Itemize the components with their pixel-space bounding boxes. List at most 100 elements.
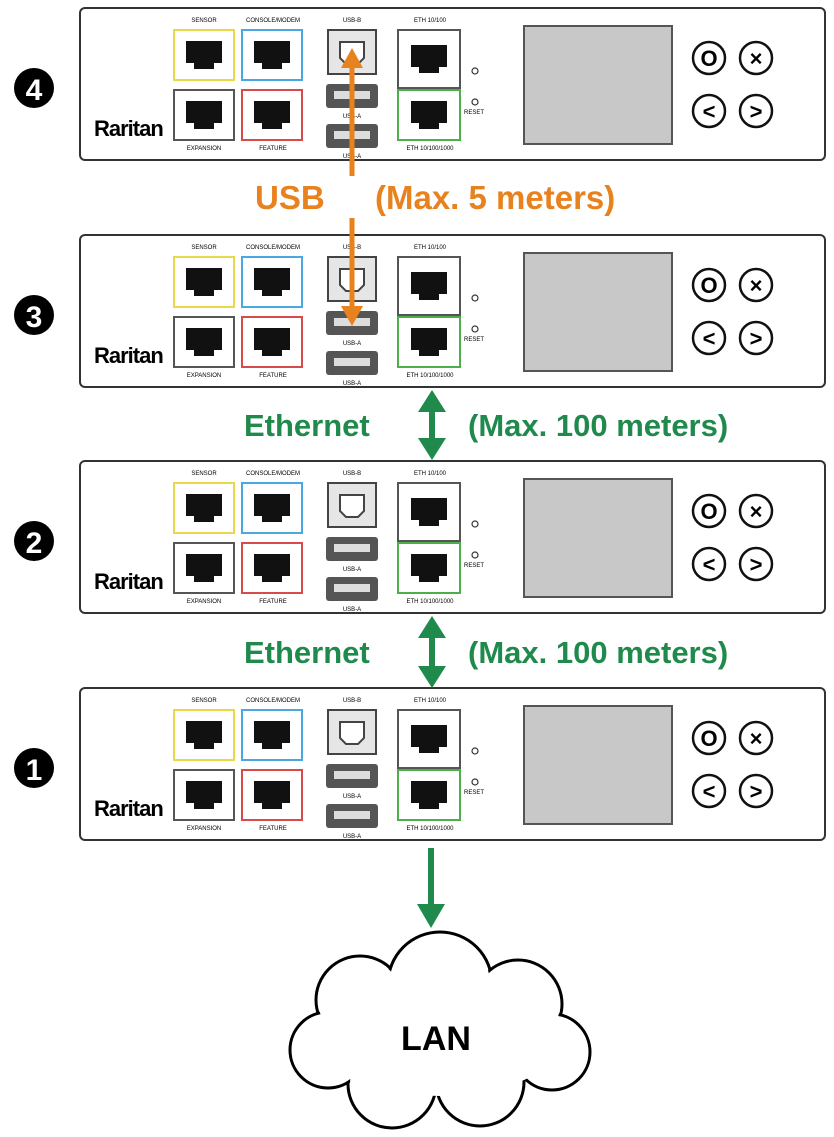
ok-button <box>691 720 727 756</box>
cancel-button <box>738 720 774 756</box>
status-led-icon <box>471 520 479 528</box>
console-modem-port-icon <box>244 260 300 304</box>
eth-10-100-port-icon <box>401 717 457 761</box>
eth-gigabit-port-icon <box>401 320 457 364</box>
unit-number: 2 <box>26 527 43 560</box>
ok-button-glyph: O <box>700 726 717 751</box>
usb-b-port-label: USB-B <box>343 471 361 477</box>
reset-label: RESET <box>464 790 484 796</box>
right-button-glyph: > <box>750 99 763 124</box>
feature-port-label: FEATURE <box>259 826 287 832</box>
feature-port-label: FEATURE <box>259 146 287 152</box>
expansion-port-label: EXPANSION <box>187 146 222 152</box>
console-port-label: CONSOLE/MODEM <box>246 471 300 477</box>
usb-a-slot-icon <box>334 771 370 779</box>
expansion-port-icon <box>176 773 232 817</box>
brand-logo-text: Raritan <box>94 796 163 821</box>
left-button-glyph: < <box>703 552 716 577</box>
usb-arrowhead-down <box>341 306 363 326</box>
eth-bottom-port-label: ETH 10/100/1000 <box>406 826 454 832</box>
sensor-port-icon <box>176 33 232 77</box>
usb-link-label: USB <box>255 179 325 216</box>
eth-bottom-port-label: ETH 10/100/1000 <box>406 146 454 152</box>
left-button <box>691 773 727 809</box>
right-button <box>738 93 774 129</box>
lcd-display <box>523 25 673 145</box>
brand-logo-text: Raritan <box>94 569 163 594</box>
ok-button <box>691 493 727 529</box>
ethernet-link-limit: (Max. 100 meters) <box>468 408 728 443</box>
feature-port-icon <box>244 773 300 817</box>
eth-10-100-port-icon <box>401 490 457 534</box>
sensor-port-label: SENSOR <box>191 18 217 24</box>
cancel-button-glyph: × <box>750 499 763 524</box>
usb-a-port-1-label: USB-A <box>343 341 361 347</box>
eth-gigabit-port-icon <box>401 93 457 137</box>
usb-a-slot-icon <box>334 584 370 592</box>
reset-label: RESET <box>464 563 484 569</box>
right-button-glyph: > <box>750 326 763 351</box>
feature-port-label: FEATURE <box>259 373 287 379</box>
eth-top-port-label: ETH 10/100 <box>414 471 447 477</box>
lcd-display <box>523 252 673 372</box>
usb-b-socket-icon <box>339 494 365 518</box>
cancel-button <box>738 40 774 76</box>
sensor-port-label: SENSOR <box>191 698 217 704</box>
left-button <box>691 320 727 356</box>
ethernet-arrowhead-up <box>418 390 446 412</box>
left-button-glyph: < <box>703 326 716 351</box>
console-modem-port-icon <box>244 713 300 757</box>
feature-port-label: FEATURE <box>259 599 287 605</box>
eth-10-100-port-icon <box>401 264 457 308</box>
unit-number: 1 <box>26 754 43 787</box>
ethernet-arrowhead-down <box>418 666 446 688</box>
usb-a-slot-icon <box>334 811 370 819</box>
expansion-port-label: EXPANSION <box>187 373 222 379</box>
lcd-display <box>523 705 673 825</box>
left-button-glyph: < <box>703 99 716 124</box>
usb-b-socket-icon <box>339 721 365 745</box>
feature-port-icon <box>244 546 300 590</box>
sensor-port-icon <box>176 713 232 757</box>
reset-pinhole-icon <box>471 98 479 106</box>
sensor-port-icon <box>176 260 232 304</box>
lan-uplink <box>417 848 445 928</box>
unit-number-badge <box>14 521 54 561</box>
cancel-button-glyph: × <box>750 46 763 71</box>
ok-button <box>691 40 727 76</box>
unit-number-badge <box>14 748 54 788</box>
status-led-icon <box>471 67 479 75</box>
sensor-port-icon <box>176 486 232 530</box>
usb-b-port-label: USB-B <box>343 698 361 704</box>
eth-top-port-label: ETH 10/100 <box>414 698 447 704</box>
console-port-label: CONSOLE/MODEM <box>246 698 300 704</box>
status-led-icon <box>471 747 479 755</box>
link-ethernet-3-2: Ethernet (Max. 100 meters) <box>244 390 728 460</box>
right-button <box>738 320 774 356</box>
ethernet-arrowhead-up <box>418 616 446 638</box>
reset-label: RESET <box>464 337 484 343</box>
usb-a-port-2-label: USB-A <box>343 834 361 840</box>
right-button-glyph: > <box>750 779 763 804</box>
ethernet-link-limit: (Max. 100 meters) <box>468 635 728 670</box>
ok-button-glyph: O <box>700 499 717 524</box>
expansion-port-icon <box>176 93 232 137</box>
reset-label: RESET <box>464 110 484 116</box>
sensor-port-label: SENSOR <box>191 245 217 251</box>
usb-link-limit: (Max. 5 meters) <box>375 179 615 216</box>
usb-a-port-1-label: USB-A <box>343 794 361 800</box>
ok-button <box>691 267 727 303</box>
unit-number-badge <box>14 295 54 335</box>
lan-label: LAN <box>401 1020 471 1058</box>
feature-port-icon <box>244 320 300 364</box>
expansion-port-label: EXPANSION <box>187 599 222 605</box>
lan-cloud: LAN <box>288 930 592 1130</box>
expansion-port-icon <box>176 546 232 590</box>
lcd-display <box>523 478 673 598</box>
console-modem-port-icon <box>244 33 300 77</box>
unit-number: 4 <box>26 74 43 107</box>
ethernet-arrowhead-down <box>418 438 446 460</box>
reset-pinhole-icon <box>471 325 479 333</box>
